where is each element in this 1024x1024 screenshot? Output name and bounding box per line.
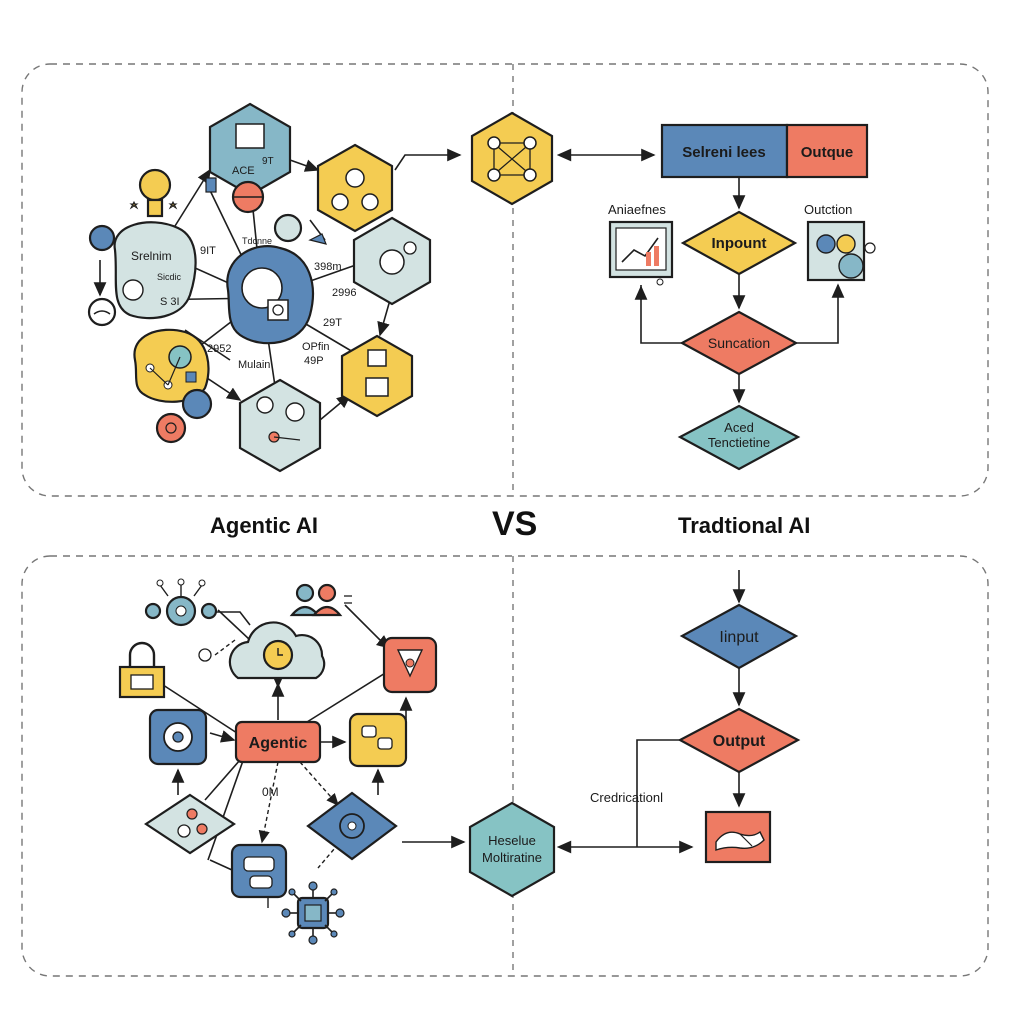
diamond-iinput: Iinput bbox=[679, 603, 799, 670]
small-circle-node bbox=[273, 213, 327, 245]
left-node-title: Srelnim bbox=[131, 249, 172, 263]
svg-text:2996: 2996 bbox=[332, 287, 356, 299]
right-loop-line bbox=[796, 283, 845, 344]
heselue-hex: Heselue Moltiratine bbox=[468, 801, 556, 898]
top-box: Selreni lees Outque bbox=[660, 123, 869, 179]
people-card-icon: Outction bbox=[804, 202, 876, 282]
output-loop-line bbox=[636, 739, 680, 847]
svg-text:Heselue: Heselue bbox=[488, 833, 536, 848]
left-node-sub1: Sicdic bbox=[157, 272, 182, 282]
diamond-node-left bbox=[144, 793, 236, 855]
heading-agentic: Agentic AI bbox=[210, 513, 318, 538]
chip-icon bbox=[281, 881, 345, 945]
floating-labels: 9IT Tdcnne 398m 2996 29T 2952 OPfin 49P … bbox=[200, 236, 356, 371]
svg-text:Mulain: Mulain bbox=[238, 359, 270, 371]
left-small-nodes bbox=[87, 224, 117, 327]
chat-box-icon bbox=[348, 712, 408, 768]
box-right-text: Outque bbox=[801, 144, 854, 161]
svg-text:OPfin: OPfin bbox=[302, 341, 330, 353]
central-blue-node bbox=[226, 245, 314, 345]
network-hub-icon bbox=[144, 578, 218, 662]
mid-label: 0M bbox=[262, 785, 279, 799]
svg-text:49P: 49P bbox=[304, 355, 324, 367]
hex-node-grey-right bbox=[352, 216, 432, 306]
agentic-output-hex bbox=[470, 111, 554, 206]
agentic-center-label: Agentic bbox=[249, 735, 308, 752]
alert-box-icon bbox=[382, 636, 438, 694]
left-grey-node: Srelnim Sicdic S 3I bbox=[113, 221, 197, 320]
svg-text:Output: Output bbox=[713, 733, 766, 750]
lock-icon bbox=[118, 641, 166, 699]
handshake-icon bbox=[704, 810, 772, 864]
diamond-suncation: Suncation bbox=[679, 310, 799, 376]
side-label: Credricationl bbox=[590, 790, 663, 805]
svg-text:9IT: 9IT bbox=[200, 245, 216, 257]
svg-text:Moltiratine: Moltiratine bbox=[482, 850, 542, 865]
left-loop-line bbox=[640, 285, 682, 344]
yellow-cluster-node bbox=[133, 328, 210, 403]
heading-traditional: Tradtional AI bbox=[678, 513, 811, 538]
diamond-output: Output bbox=[677, 707, 801, 774]
hex-top-text: ACE bbox=[232, 165, 255, 177]
diamond-node-gear bbox=[306, 791, 398, 861]
bottom-left-small-nodes bbox=[155, 388, 213, 444]
agentic-center-box: Agentic bbox=[234, 720, 322, 764]
left-node-sub2: S 3I bbox=[160, 296, 180, 308]
bottom-panel-frame bbox=[21, 555, 989, 977]
box-left-text: Selreni lees bbox=[682, 144, 765, 161]
top-panel-frame bbox=[21, 63, 989, 497]
chart-card-icon: Aniaefnes bbox=[608, 202, 674, 286]
heading-vs: VS bbox=[492, 505, 538, 543]
svg-text:2952: 2952 bbox=[207, 343, 231, 355]
hex-node-grey-bottom bbox=[238, 378, 322, 473]
diamond-aced: Aced Tenctietine bbox=[677, 404, 801, 471]
hex-node-yellow-top bbox=[316, 143, 394, 233]
red-node-icon bbox=[205, 177, 265, 214]
svg-text:Aced: Aced bbox=[724, 420, 754, 435]
diamond-inpount: Inpount bbox=[680, 210, 798, 276]
svg-text:Tenctietine: Tenctietine bbox=[708, 435, 770, 450]
svg-text:398m: 398m bbox=[314, 261, 342, 273]
svg-text:Tdcnne: Tdcnne bbox=[242, 236, 272, 246]
hex-top-sub: 9T bbox=[262, 156, 274, 167]
label-right: Outction bbox=[804, 202, 852, 217]
label-left: Aniaefnes bbox=[608, 202, 666, 217]
svg-text:Iinput: Iinput bbox=[719, 629, 759, 646]
cloud-icon bbox=[228, 621, 326, 680]
message-box-icon bbox=[230, 843, 288, 908]
svg-text:29T: 29T bbox=[323, 317, 342, 329]
svg-text:Inpount: Inpount bbox=[712, 235, 767, 252]
hex-node-yellow-bottom bbox=[340, 334, 414, 418]
lightbulb-icon bbox=[129, 168, 178, 218]
people-icon bbox=[289, 583, 352, 617]
gear-icon bbox=[148, 708, 208, 766]
svg-text:Suncation: Suncation bbox=[708, 335, 770, 351]
